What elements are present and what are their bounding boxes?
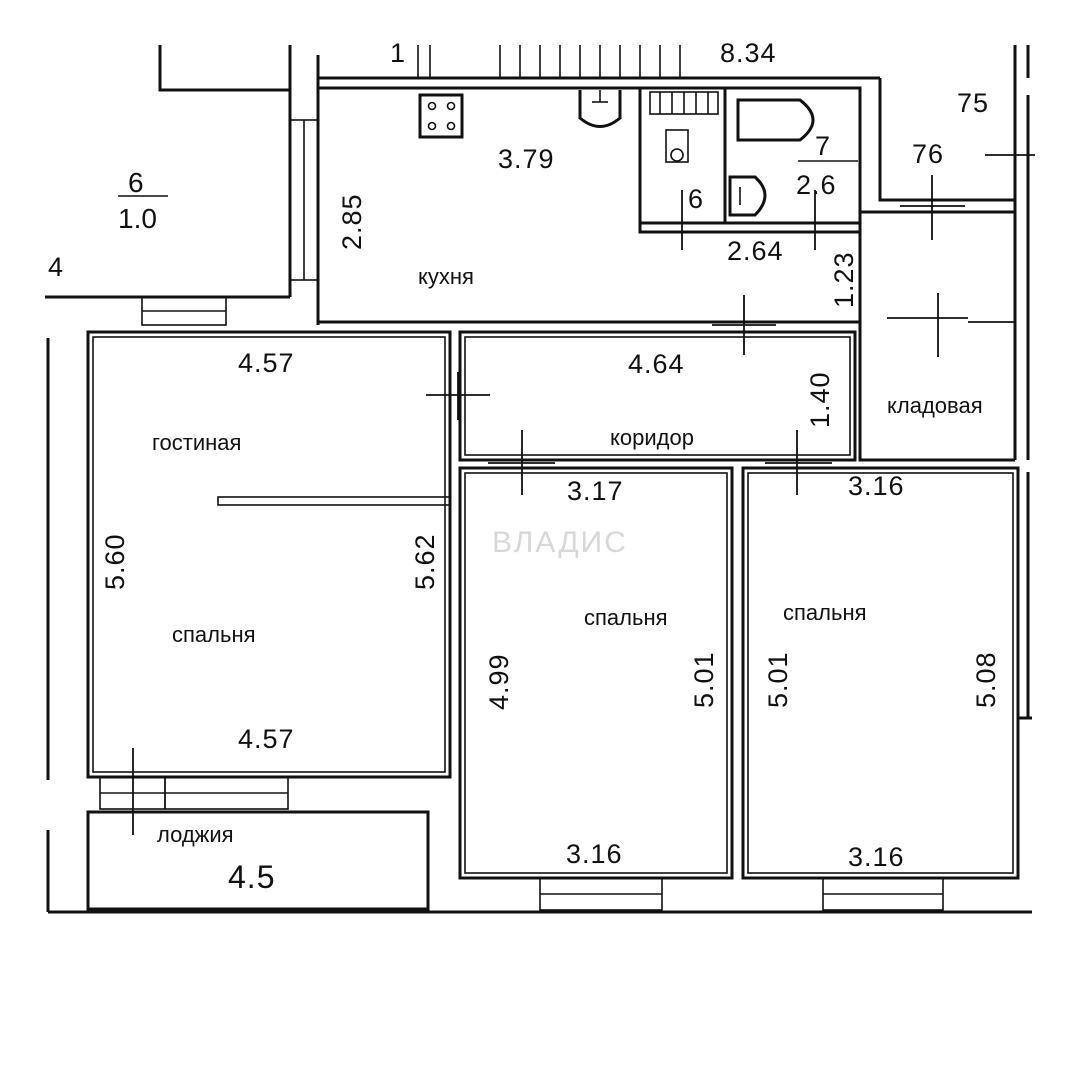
dim-top-total: 8.34	[720, 38, 777, 68]
dim-left-frac-bottom: 1.0	[118, 203, 157, 234]
windows	[99, 45, 944, 911]
door-markers	[132, 154, 1035, 835]
sink-icon	[578, 90, 622, 128]
washbasin-icon	[728, 175, 767, 217]
watermark: ВЛАДИС	[492, 526, 628, 559]
dim-corridor-length: 4.64	[628, 349, 685, 379]
dim-right-bed-left: 5.01	[763, 651, 793, 708]
dim-right-bed-top: 3.16	[848, 471, 905, 501]
dim-neighbor-76: 76	[912, 139, 944, 169]
dim-loggia-size: 4.5	[228, 859, 275, 895]
room-label-bedroom-mid: спальня	[584, 605, 668, 630]
dim-wc-number: 6	[688, 184, 704, 214]
dim-mid-bed-right: 5.01	[689, 651, 719, 708]
room-label-storage: кладовая	[887, 393, 983, 418]
dim-bath-size: 2.6	[796, 170, 837, 200]
dim-kitchen-depth: 2.85	[337, 193, 367, 250]
room-label-corridor: коридор	[610, 425, 694, 450]
stove-icon	[418, 93, 464, 139]
room-label-living: гостиная	[152, 430, 241, 455]
dim-left-frac-top: 6	[128, 167, 144, 198]
room-label-kitchen: кухня	[418, 264, 474, 289]
dim-neighbor-75: 75	[957, 88, 989, 118]
dim-hall-1-23: 1.23	[829, 251, 859, 308]
dim-mid-bed-bottom: 3.16	[566, 839, 623, 869]
room-label-bedroom-right: спальня	[783, 600, 867, 625]
dim-living-bottom: 4.57	[238, 724, 295, 754]
dim-kitchen-width: 3.79	[498, 144, 555, 174]
dim-mid-bed-left: 4.99	[484, 653, 514, 710]
dim-hall-2-64: 2.64	[727, 236, 784, 266]
room-label-loggia: лоджия	[157, 822, 234, 847]
dim-bath-number: 7	[815, 131, 831, 161]
bathtub-icon	[736, 98, 815, 142]
dim-corridor-depth: 1.40	[805, 371, 835, 428]
dim-living-height: 5.60	[100, 533, 130, 590]
room-label-bedroom-left: спальня	[172, 622, 256, 647]
dim-right-bed-bottom: 3.16	[848, 842, 905, 872]
dim-right-bed-right: 5.08	[971, 651, 1001, 708]
dim-living-top: 4.57	[238, 348, 295, 378]
dim-top-one: 1	[390, 38, 406, 68]
dim-mid-bed-top: 3.17	[567, 476, 624, 506]
toilet-icon	[649, 91, 719, 163]
dim-living-right: 5.62	[410, 533, 440, 590]
dim-left-edge-4: 4	[48, 252, 64, 282]
